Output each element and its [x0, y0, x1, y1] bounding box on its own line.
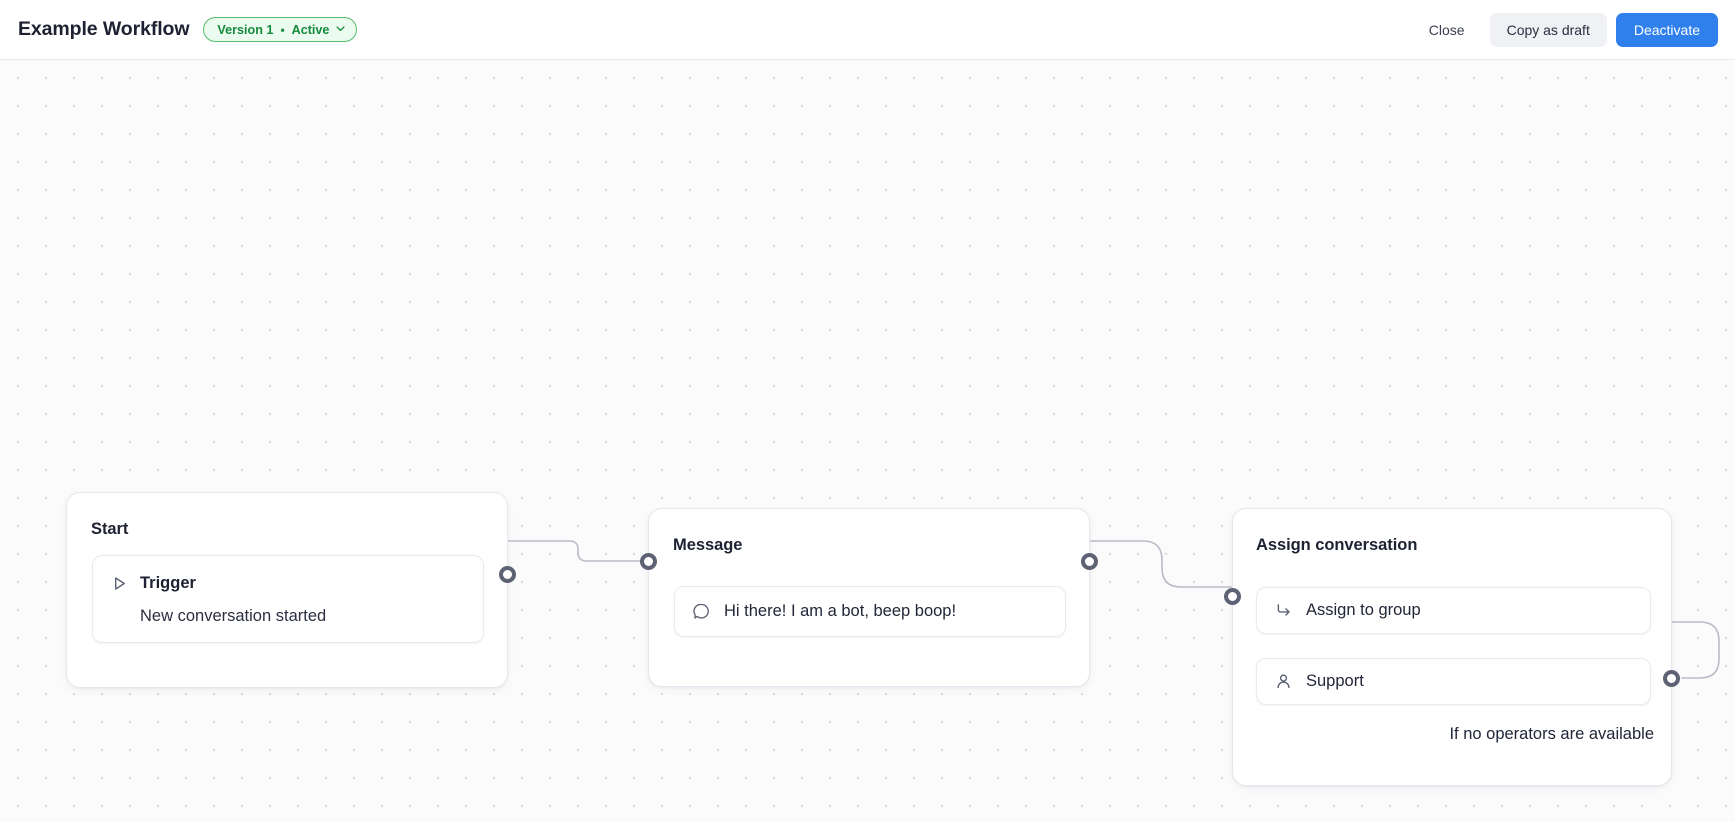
header-left-group: Example Workflow Version 1 • Active [0, 17, 358, 42]
person-icon [1274, 672, 1293, 691]
port-message-input[interactable] [640, 553, 657, 570]
message-text: Hi there! I am a bot, beep boop! [724, 602, 957, 620]
version-label: Version 1 [217, 22, 274, 37]
edge-message-to-assign [1090, 540, 1232, 588]
port-start-output[interactable] [499, 566, 516, 583]
node-message-title: Message [673, 536, 743, 554]
play-outline-icon [111, 575, 128, 592]
node-assign-conversation[interactable]: Assign conversation Assign to group [1224, 508, 1680, 786]
chevron-down-icon [336, 24, 346, 33]
trigger-row: Trigger [111, 574, 196, 593]
trigger-card[interactable]: Trigger New conversation started [92, 555, 484, 643]
copy-as-draft-button[interactable]: Copy as draft [1489, 12, 1607, 47]
assign-group-value-label: Support [1306, 672, 1364, 690]
port-assign-fallback-output[interactable] [1663, 670, 1680, 687]
badge-separator: • [280, 22, 285, 37]
speech-bubble-icon [692, 602, 711, 621]
node-start-title: Start [91, 520, 129, 538]
fallback-condition-label: If no operators are available [1449, 725, 1654, 743]
node-assign-title: Assign conversation [1256, 536, 1418, 554]
deactivate-button[interactable]: Deactivate [1615, 12, 1718, 47]
status-label: Active [291, 22, 330, 37]
edge-start-to-message [508, 540, 648, 562]
close-button[interactable]: Close [1413, 13, 1481, 47]
arrow-turn-right-icon [1274, 601, 1293, 620]
node-start[interactable]: Start Trigger New conversation started [66, 492, 516, 688]
app-header: Example Workflow Version 1 • Active Clos… [0, 0, 1735, 60]
trigger-description: New conversation started [140, 607, 327, 625]
assign-to-group-label: Assign to group [1306, 601, 1421, 619]
trigger-label: Trigger [140, 574, 196, 592]
port-message-output[interactable] [1081, 553, 1098, 570]
node-message[interactable]: Message Hi there! I am a bot, beep boop! [640, 508, 1098, 687]
page-title: Example Workflow [18, 18, 190, 40]
port-assign-input[interactable] [1224, 588, 1241, 605]
version-status-badge[interactable]: Version 1 • Active [203, 17, 358, 42]
assign-to-group-option[interactable]: Assign to group [1256, 587, 1651, 634]
message-bubble-card[interactable]: Hi there! I am a bot, beep boop! [674, 586, 1066, 637]
header-actions: Close Copy as draft Deactivate [1413, 12, 1735, 47]
assign-group-value-option[interactable]: Support [1256, 658, 1651, 705]
workflow-canvas[interactable]: Start Trigger New conversation started M… [0, 60, 1735, 822]
